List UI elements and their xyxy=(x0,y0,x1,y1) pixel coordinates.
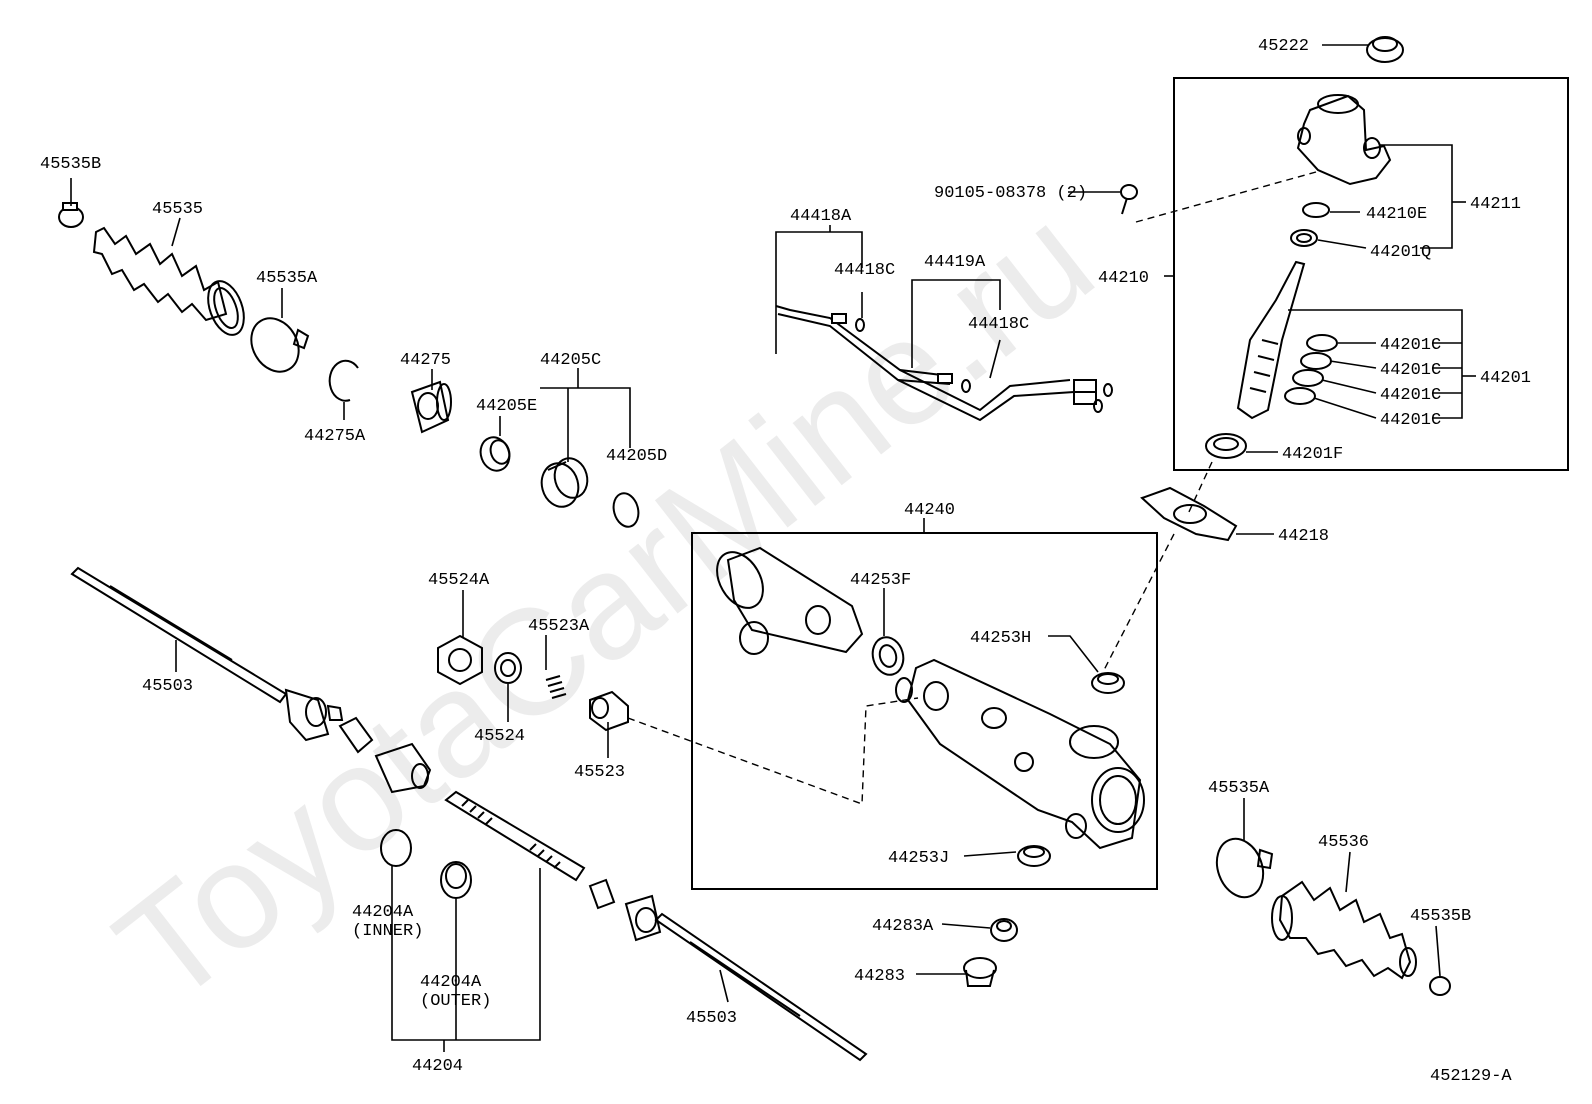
label-44418A: 44418A xyxy=(790,207,852,226)
label-44204A-outer: 44204A xyxy=(420,973,482,992)
rack-end-bushing xyxy=(338,716,374,754)
label-44253H: 44253H xyxy=(970,629,1031,648)
plug-44253H xyxy=(1091,672,1125,694)
rack-end-right xyxy=(588,878,616,910)
label-44210E: 44210E xyxy=(1366,205,1427,224)
cylinder-end-44205C xyxy=(540,457,589,508)
label-44240: 44240 xyxy=(904,501,955,520)
label-44201C-4: 44201C xyxy=(1380,411,1441,430)
pressure-lines-44418A-44419A xyxy=(775,305,1113,422)
inner-ball-joint xyxy=(374,742,432,794)
label-44275: 44275 xyxy=(400,351,451,370)
label-44253F: 44253F xyxy=(850,571,911,590)
bushing-44275 xyxy=(410,380,452,434)
guide-spring-45523A xyxy=(545,675,567,699)
label-44210: 44210 xyxy=(1098,269,1149,288)
label-44283: 44283 xyxy=(854,967,905,986)
label-44283A: 44283A xyxy=(872,917,934,936)
seal-44210E xyxy=(1302,202,1330,218)
valve-shaft-44201 xyxy=(1236,260,1306,420)
tie-rod-45503-right xyxy=(624,894,868,1062)
label-44201C-2: 44201C xyxy=(1380,361,1441,380)
gasket-alignment-line xyxy=(1103,533,1175,671)
label-45524A: 45524A xyxy=(428,571,490,590)
clamp-45535B-top xyxy=(58,202,84,228)
bolt-alignment-line xyxy=(1135,171,1317,223)
seal-44205E xyxy=(479,436,511,472)
label-44419A: 44419A xyxy=(924,253,986,272)
label-45503-bottom: 45503 xyxy=(686,1009,737,1028)
guide-spring-cap-45524 xyxy=(494,652,522,684)
label-44201Q: 44201Q xyxy=(1370,243,1431,262)
label-44253J: 44253J xyxy=(888,849,949,868)
label-44204: 44204 xyxy=(412,1057,463,1076)
o-ring-44204A-inner xyxy=(380,829,412,867)
label-45535A-top: 45535A xyxy=(256,269,318,288)
label-44211: 44211 xyxy=(1470,195,1521,214)
rack-cylinder-44240 xyxy=(716,546,864,655)
snap-ring-44275A xyxy=(328,359,359,402)
label-44418C-b: 44418C xyxy=(968,315,1029,334)
label-44205C: 44205C xyxy=(540,351,601,370)
label-45535B-bottom: 45535B xyxy=(1410,907,1471,926)
boot-45536 xyxy=(1271,880,1417,980)
label-44205D: 44205D xyxy=(606,447,667,466)
bushing-44204A-outer xyxy=(440,861,472,899)
label-45535: 45535 xyxy=(152,200,203,219)
clamp-45535B-bottom xyxy=(1429,976,1451,996)
part-labels: 45535B 45535 45535A 44275 44275A 44205C … xyxy=(40,37,1531,1086)
plug-44253J xyxy=(1017,845,1051,867)
clamp-45535A-top xyxy=(250,317,310,373)
leader-lines xyxy=(70,44,1476,1052)
dust-seal-45222 xyxy=(1366,36,1404,63)
o-ring-44205D xyxy=(612,492,640,528)
bearing-44201Q xyxy=(1290,229,1318,247)
label-44275A: 44275A xyxy=(304,427,366,446)
label-44205E: 44205E xyxy=(476,397,537,416)
clamp-45535A-bottom xyxy=(1215,837,1274,899)
rack-guide-45523 xyxy=(589,690,629,732)
plug-44283 xyxy=(963,957,997,987)
figure-code: 452129-A xyxy=(1430,1067,1512,1086)
seal-44201F xyxy=(1205,433,1247,459)
tie-rod-45503-left xyxy=(70,566,344,742)
rack-bar xyxy=(444,790,586,882)
label-44218: 44218 xyxy=(1278,527,1329,546)
bolt-90105 xyxy=(1120,184,1138,215)
label-45503-top: 45503 xyxy=(142,677,193,696)
plug-44283A xyxy=(990,918,1018,942)
label-inner-note: (INNER) xyxy=(352,922,423,941)
gear-housing-44240 xyxy=(895,658,1145,850)
label-44201C-1: 44201C xyxy=(1380,336,1441,355)
seal-rings-44201C xyxy=(1284,334,1338,405)
gasket-44218 xyxy=(1140,486,1238,542)
label-45536: 45536 xyxy=(1318,833,1369,852)
bushing-44253F xyxy=(871,636,905,676)
lock-nut-45524A xyxy=(437,634,483,686)
label-outer-note: (OUTER) xyxy=(420,992,491,1011)
label-44201F: 44201F xyxy=(1282,445,1343,464)
label-45523: 45523 xyxy=(574,763,625,782)
label-45524: 45524 xyxy=(474,727,525,746)
label-45222: 45222 xyxy=(1258,37,1309,56)
valve-housing-44211 xyxy=(1296,94,1392,186)
steering-valve-box xyxy=(1173,77,1569,471)
label-44201: 44201 xyxy=(1480,369,1531,388)
guide-alignment-line xyxy=(627,697,919,805)
label-44418C-a: 44418C xyxy=(834,261,895,280)
label-44204A-inner: 44204A xyxy=(352,903,414,922)
shaft-alignment-line xyxy=(1187,461,1213,515)
label-bolt: 90105-08378 (2) xyxy=(934,184,1087,203)
boot-45535 xyxy=(92,226,245,336)
label-45535A-bottom: 45535A xyxy=(1208,779,1270,798)
label-44201C-3: 44201C xyxy=(1380,386,1441,405)
label-45535B-top: 45535B xyxy=(40,155,101,174)
label-45523A: 45523A xyxy=(528,617,590,636)
